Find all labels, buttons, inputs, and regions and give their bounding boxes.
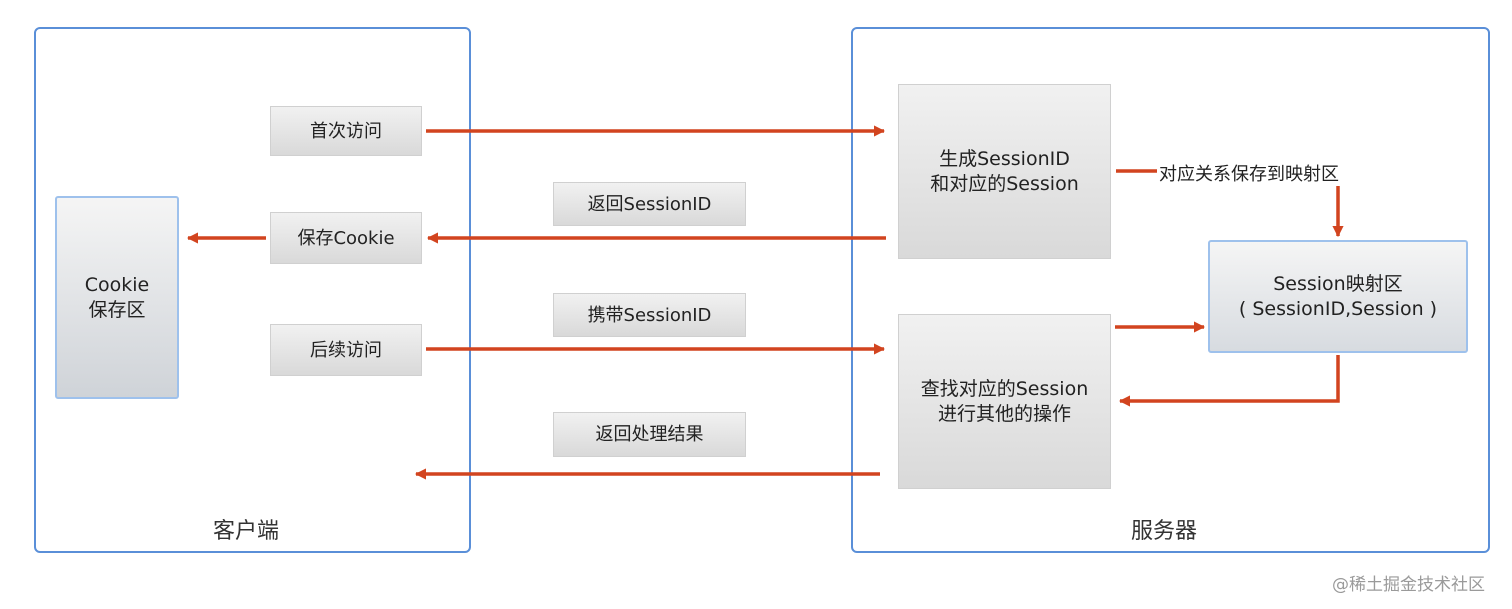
find-session-label: 查找对应的Session 进行其他的操作 bbox=[920, 377, 1089, 425]
session-map-label: Session映射区 ( SessionID,Session ) bbox=[1238, 272, 1438, 320]
carry-session-id-label-box: 携带SessionID bbox=[553, 293, 746, 337]
return-session-id-label: 返回SessionID bbox=[587, 193, 712, 215]
generate-session-label: 生成SessionID 和对应的Session bbox=[930, 147, 1079, 195]
first-visit-label: 首次访问 bbox=[310, 120, 382, 142]
save-cookie-box: 保存Cookie bbox=[270, 212, 422, 264]
return-session-id-label-box: 返回SessionID bbox=[553, 182, 746, 226]
first-visit-box: 首次访问 bbox=[270, 106, 422, 156]
later-visit-label: 后续访问 bbox=[310, 339, 382, 361]
arrow-map-result bbox=[1118, 355, 1340, 407]
return-result-label-box: 返回处理结果 bbox=[553, 412, 746, 457]
server-title: 服务器 bbox=[1131, 519, 1198, 544]
watermark: @稀土掘金技术社区 bbox=[1332, 575, 1485, 595]
later-visit-box: 后续访问 bbox=[270, 324, 422, 376]
mapping-label: 对应关系保存到映射区 bbox=[1157, 160, 1341, 186]
session-map-box: Session映射区 ( SessionID,Session ) bbox=[1208, 240, 1468, 353]
cookie-store-box: Cookie 保存区 bbox=[55, 196, 179, 399]
client-title: 客户端 bbox=[213, 519, 280, 544]
carry-session-id-label: 携带SessionID bbox=[587, 304, 712, 326]
save-cookie-label: 保存Cookie bbox=[297, 227, 395, 249]
generate-session-box: 生成SessionID 和对应的Session bbox=[898, 84, 1111, 259]
return-result-label: 返回处理结果 bbox=[595, 424, 704, 445]
find-session-box: 查找对应的Session 进行其他的操作 bbox=[898, 314, 1111, 489]
cookie-store-label: Cookie 保存区 bbox=[84, 273, 150, 321]
